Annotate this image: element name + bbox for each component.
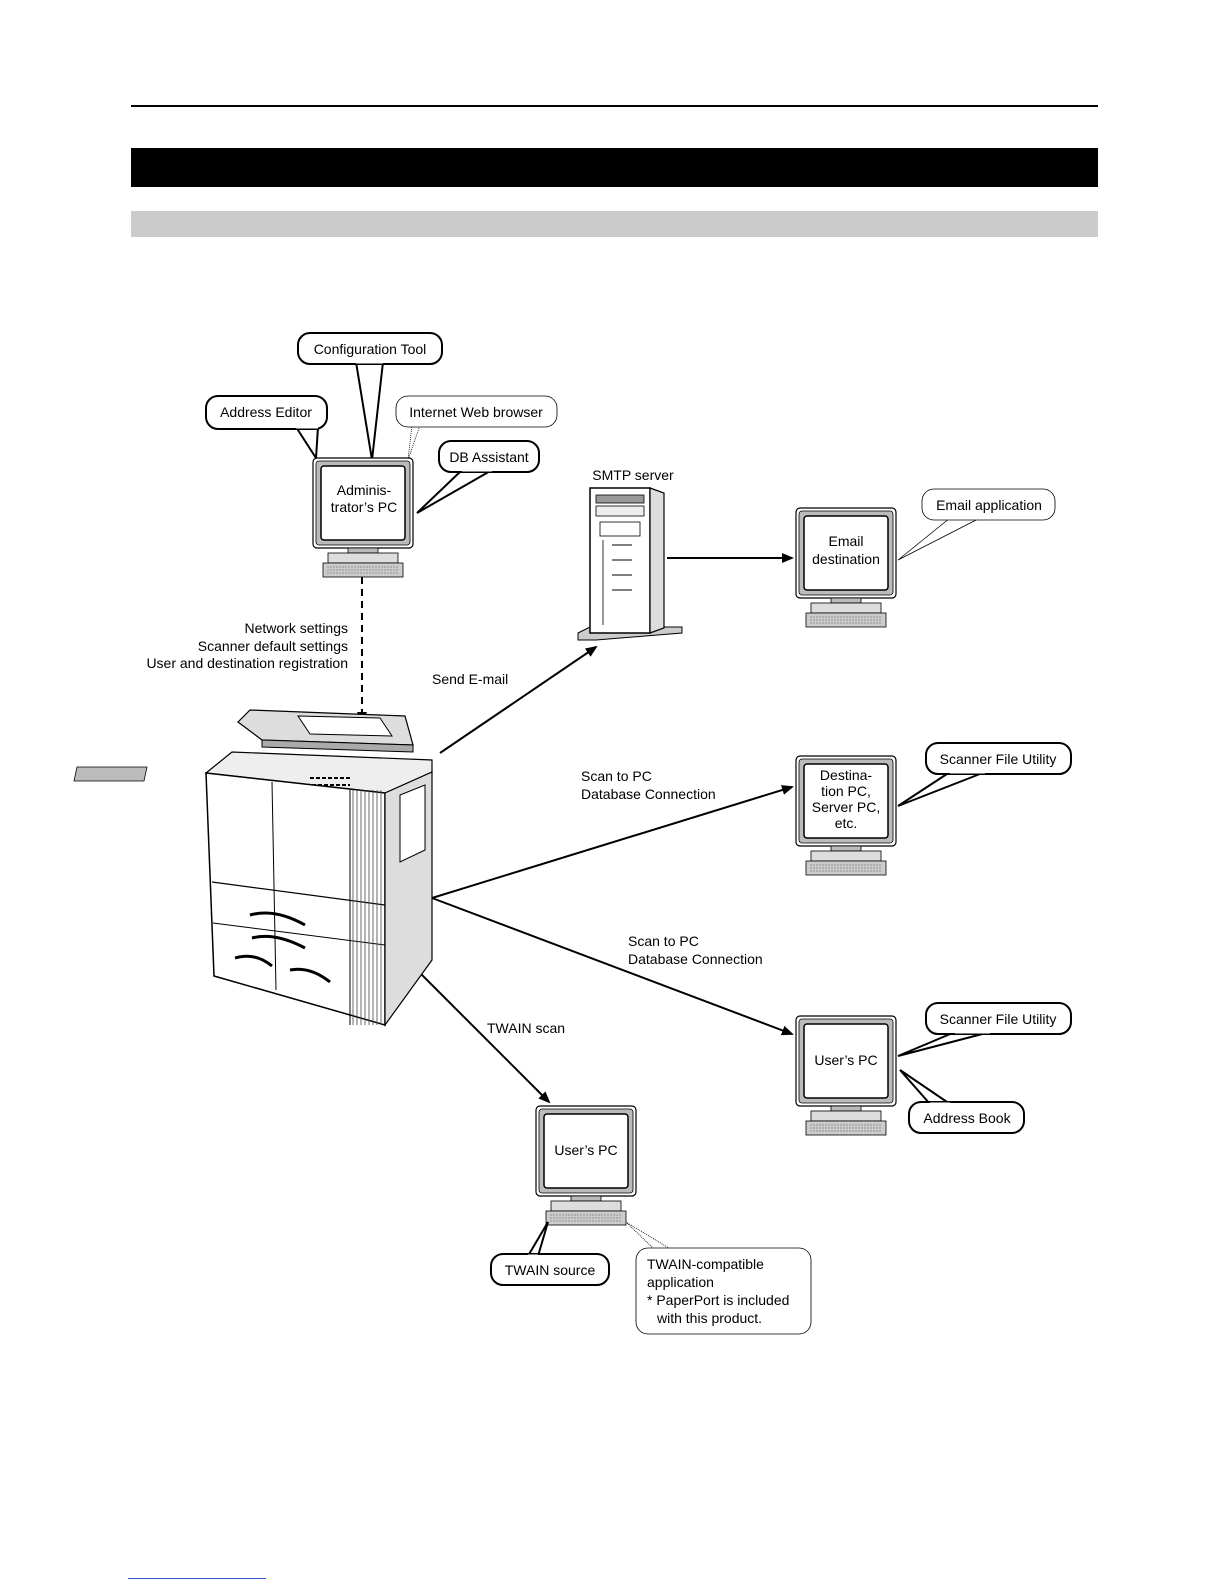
db-assistant-label: DB Assistant: [449, 449, 528, 465]
internet-browser-callout: [395, 395, 558, 428]
smtp-server-icon: [577, 487, 683, 641]
destination-pc-label-2: tion PC,: [821, 783, 871, 799]
scan-to-destination-arrow: [431, 785, 794, 899]
footer-link-underline[interactable]: [128, 1578, 266, 1579]
scanner-file-utility-pointer-1: [897, 771, 986, 807]
configuration-tool-label: Configuration Tool: [314, 341, 427, 357]
database-connection-label-1: Database Connection: [581, 786, 716, 802]
scan-to-pc-label-2: Scan to PC: [628, 933, 699, 949]
db-assistant-callout: [438, 440, 540, 473]
admin-pc-label-2: trator’s PC: [331, 499, 397, 515]
internet-browser-label: Internet Web browser: [409, 404, 543, 420]
twain-scan-arrow: [414, 967, 551, 1104]
address-editor-callout: [205, 395, 328, 430]
address-editor-label: Address Editor: [220, 404, 312, 420]
scan-to-pc-label-1: Scan to PC: [581, 768, 652, 784]
multifunction-printer-icon: [73, 709, 433, 1027]
network-settings-label: Network settings: [245, 620, 348, 636]
configuration-tool-callout: [297, 332, 443, 365]
internet-browser-pointer: [407, 424, 421, 461]
email-destination-pc-icon: [795, 507, 897, 628]
section-title-bar: [131, 148, 1098, 187]
email-application-pointer: [897, 517, 981, 561]
send-email-label: Send E-mail: [432, 671, 508, 687]
subsection-title-bar: [131, 211, 1098, 237]
scanner-file-utility-label-2: Scanner File Utility: [940, 1011, 1057, 1027]
smtp-server-label: SMTP server: [592, 467, 674, 483]
address-book-pointer: [899, 1069, 954, 1105]
twain-app-label-4: with this product.: [656, 1310, 762, 1326]
email-application-label: Email application: [936, 497, 1042, 513]
destination-pc-label-1: Destina-: [820, 767, 872, 783]
destination-pc-label-3: Server PC,: [812, 799, 880, 815]
twain-app-pointer: [625, 1221, 673, 1251]
scanner-file-utility-label-1: Scanner File Utility: [940, 751, 1057, 767]
scanner-file-utility-callout-2: [925, 1002, 1072, 1035]
scan-to-users-pc-arrow: [431, 897, 794, 1036]
send-email-arrow: [439, 645, 598, 754]
twain-app-label-2: application: [647, 1274, 714, 1290]
user-destination-registration-label: User and destination registration: [146, 655, 348, 671]
scanner-file-utility-pointer-2: [897, 1031, 991, 1057]
twain-source-callout: [490, 1253, 610, 1286]
users-pc-right-icon: [795, 1015, 897, 1136]
users-pc-right-label: User’s PC: [814, 1052, 877, 1068]
scanner-file-utility-callout-1: [925, 742, 1072, 775]
address-book-label: Address Book: [923, 1110, 1011, 1126]
configuration-tool-pointer: [354, 361, 385, 461]
header-rule: [131, 105, 1098, 107]
users-pc-bottom-icon: [535, 1105, 637, 1226]
admin-pc-icon: [312, 457, 414, 578]
email-application-callout: [921, 488, 1056, 521]
twain-app-callout: [635, 1247, 812, 1335]
destination-pc-label-4: etc.: [835, 815, 858, 831]
twain-source-pointer: [526, 1221, 549, 1257]
admin-pc-label-1: Adminis-: [337, 482, 392, 498]
twain-source-label: TWAIN source: [505, 1262, 596, 1278]
twain-app-label-3: * PaperPort is included: [647, 1292, 789, 1308]
twain-app-label-1: TWAIN-compatible: [647, 1256, 764, 1272]
email-destination-label-1: Email: [828, 533, 863, 549]
email-destination-label-2: destination: [812, 551, 880, 567]
users-pc-bottom-label: User’s PC: [554, 1142, 617, 1158]
address-book-callout: [908, 1101, 1025, 1134]
scanner-default-settings-label: Scanner default settings: [198, 638, 348, 654]
address-editor-pointer: [294, 426, 320, 462]
twain-scan-label: TWAIN scan: [487, 1020, 565, 1036]
database-connection-label-2: Database Connection: [628, 951, 763, 967]
db-assistant-pointer: [416, 469, 496, 514]
